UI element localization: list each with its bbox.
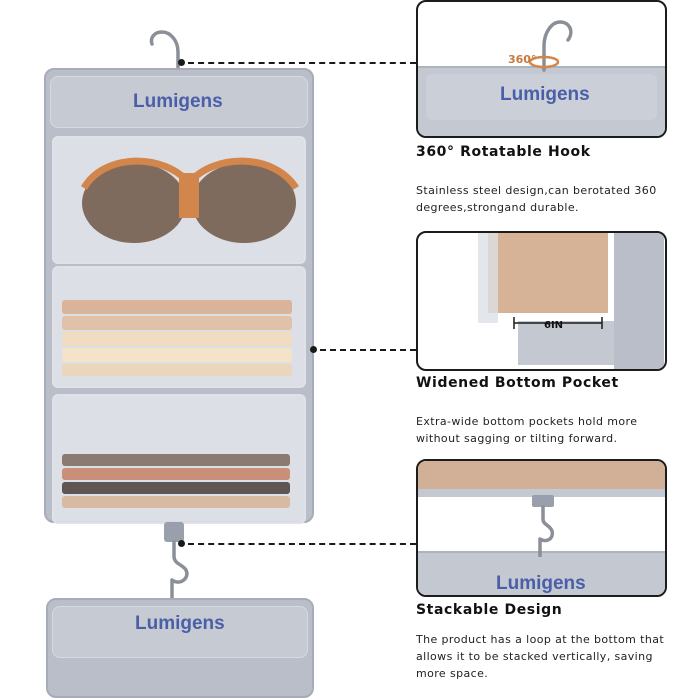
bra-item — [80, 157, 299, 243]
connector-line-hook — [188, 62, 416, 64]
stack-panel-brand: Lumigens — [496, 573, 586, 594]
feature-desc-pocket: Extra-wide bottom pockets hold more with… — [416, 415, 638, 445]
stack-hook-icon — [164, 522, 189, 600]
stack-detail-panel: Lumigens — [416, 459, 667, 597]
hook-panel-brand: Lumigens — [500, 84, 590, 105]
pocket-detail-panel: 6IN — [416, 231, 667, 371]
top-hook-icon — [149, 30, 180, 74]
stacked-brand-band: Lumigens — [52, 606, 308, 658]
width-measure-icon — [513, 317, 603, 329]
connector-dot-pocket — [310, 346, 317, 353]
feature-desc-hook: Stainless steel design,can berotated 360… — [416, 184, 657, 214]
top-pocket — [52, 136, 306, 264]
feature-title-hook: 360° Rotatable Hook — [416, 144, 591, 160]
connector-dot-loop — [178, 540, 185, 547]
folded-clothes — [488, 233, 608, 313]
stack-loop-hook-icon — [532, 495, 555, 557]
connector-line-pocket — [320, 349, 416, 351]
rotatable-hook-icon — [528, 20, 573, 72]
feature-title-stack: Stackable Design — [416, 602, 563, 618]
stacked-organizer: Lumigens — [46, 598, 314, 698]
bottom-pocket — [52, 394, 306, 524]
rotation-badge: 360° — [508, 53, 537, 66]
stacked-brand-logo: Lumigens — [135, 613, 225, 634]
middle-pocket — [52, 266, 306, 388]
feature-title-pocket: Widened Bottom Pocket — [416, 375, 619, 391]
connector-dot-hook — [178, 59, 185, 66]
measure-label: 6IN — [544, 320, 564, 331]
brand-band: Lumigens — [50, 76, 308, 128]
brand-logo: Lumigens — [133, 91, 223, 112]
hook-detail-panel: 360° Lumigens — [416, 0, 667, 138]
connector-line-loop — [188, 543, 416, 545]
stacked-pocket-contents — [418, 461, 665, 489]
feature-desc-stack: The product has a loop at the bottom tha… — [416, 633, 665, 680]
hanging-organizer: Lumigens — [44, 68, 314, 524]
